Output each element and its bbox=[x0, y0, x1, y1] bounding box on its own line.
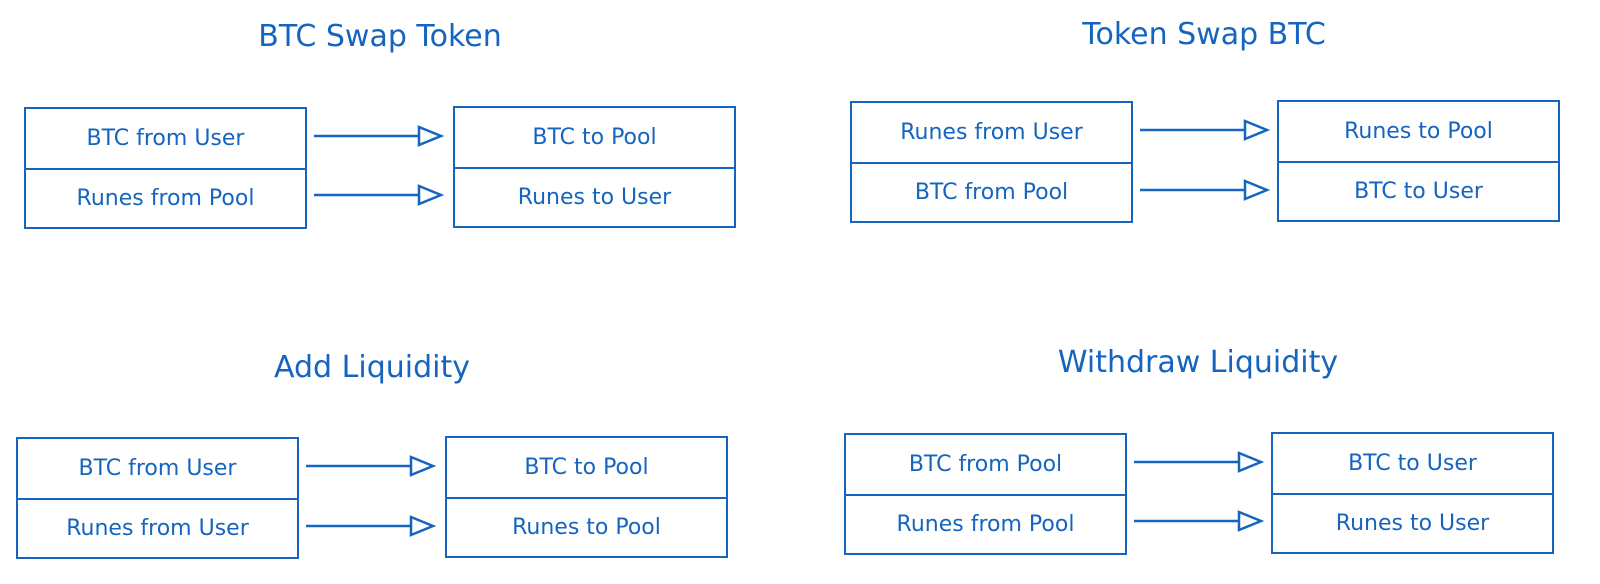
inputs-box: BTC from User Runes from Pool bbox=[24, 107, 307, 229]
input-cell: Runes from Pool bbox=[846, 494, 1125, 553]
output-cell: Runes to User bbox=[1273, 493, 1552, 552]
inputs-box: Runes from User BTC from Pool bbox=[850, 101, 1133, 223]
panel-title: Token Swap BTC bbox=[1082, 17, 1326, 52]
arrow-icon bbox=[314, 184, 445, 206]
arrow-icon bbox=[1140, 119, 1271, 141]
input-cell: BTC from Pool bbox=[908, 452, 1063, 477]
output-cell: BTC to User bbox=[1348, 451, 1477, 476]
output-cell: Runes to Pool bbox=[447, 497, 726, 556]
arrow-icon bbox=[1140, 179, 1271, 201]
outputs-box: BTC to User Runes to User bbox=[1271, 432, 1554, 554]
output-cell: Runes to Pool bbox=[1344, 119, 1493, 144]
arrow-icon bbox=[314, 125, 445, 147]
input-cell: Runes from User bbox=[900, 120, 1083, 145]
panel-title: Add Liquidity bbox=[274, 350, 470, 385]
inputs-box: BTC from User Runes from User bbox=[16, 437, 299, 559]
input-cell: Runes from User bbox=[18, 498, 297, 557]
panel-title: BTC Swap Token bbox=[258, 19, 502, 54]
output-cell: BTC to Pool bbox=[524, 455, 649, 480]
output-cell: BTC to Pool bbox=[532, 125, 657, 150]
arrow-icon bbox=[1134, 510, 1265, 532]
input-cell: BTC from User bbox=[86, 126, 245, 151]
input-cell: BTC from User bbox=[78, 456, 237, 481]
panel-title: Withdraw Liquidity bbox=[1057, 345, 1339, 380]
arrow-icon bbox=[1134, 451, 1265, 473]
arrow-icon bbox=[306, 515, 437, 537]
outputs-box: BTC to Pool Runes to Pool bbox=[445, 436, 728, 558]
input-cell: BTC from Pool bbox=[852, 162, 1131, 221]
input-cell: Runes from Pool bbox=[26, 168, 305, 227]
outputs-box: BTC to Pool Runes to User bbox=[453, 106, 736, 228]
inputs-box: BTC from Pool Runes from Pool bbox=[844, 433, 1127, 555]
output-cell: BTC to User bbox=[1279, 161, 1558, 220]
outputs-box: Runes to Pool BTC to User bbox=[1277, 100, 1560, 222]
arrow-icon bbox=[306, 455, 437, 477]
output-cell: Runes to User bbox=[455, 167, 734, 226]
